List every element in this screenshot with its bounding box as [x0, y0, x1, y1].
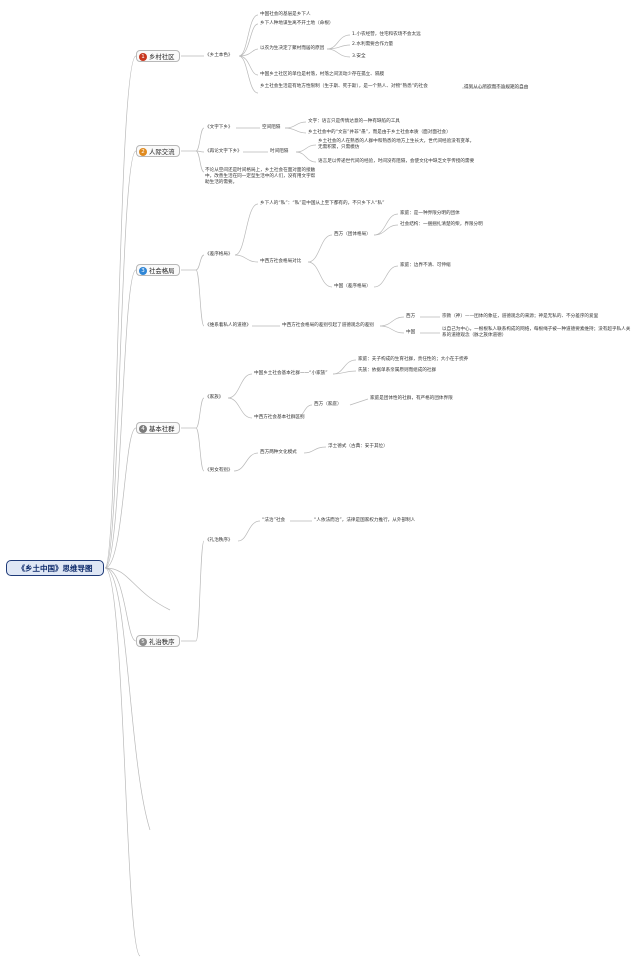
node-text[interactable]: 不论从空间还是时间格局上，乡土社会在面对面的接触中，改善生活在同一定型生活中的人… [205, 168, 316, 185]
node-wenzi-xiaxiang[interactable]: 《文字下乡》 [205, 125, 233, 130]
node-text[interactable]: 宗教（神）——团体的象征，道德观念的来源；神是无私的、不分差序的爱里 [442, 314, 599, 319]
node-text[interactable]: 中西方社会格局的差别引起了道德观念的差别 [282, 323, 374, 328]
node-nannv-youbie[interactable]: 《男女有别》 [205, 468, 233, 473]
node-text[interactable]: 浮士德式（古典：安于其位） [328, 444, 388, 449]
node-zailun-wenzi[interactable]: 《再论文字下乡》 [205, 149, 242, 154]
number-badge-icon: 5 [139, 638, 147, 646]
node-text[interactable]: 乡土社会生活是有地方性限制（生于斯、死于斯），是一个熟人、对物“熟悉”的社会 [260, 84, 428, 89]
node-lizhi-zhixu[interactable]: 《礼治秩序》 [205, 538, 233, 543]
topic-label: 社会格局 [149, 267, 175, 275]
node-text[interactable]: 家庭是团体性的社群，有严格的团体界限 [370, 396, 453, 401]
node-text[interactable]: 中国社会的基层是乡下人 [260, 12, 311, 17]
node-text[interactable]: 中国 [406, 330, 416, 335]
node-text[interactable]: 中国乡土社会基本社群——“小家族” [254, 371, 328, 376]
node-text[interactable]: 1.小农经营，住宅和农场不会太远 [352, 32, 421, 37]
node-text[interactable]: “法治”社会 [262, 518, 286, 523]
node-text[interactable]: 乡土社会中的“文盲”并非“愚”，而是由于乡土社会本质（面对面社会） [308, 130, 451, 135]
node-text[interactable]: “人依法而治”，法律是国家权力推行，从外部制人 [314, 518, 416, 523]
node-weixi-daode[interactable]: 《维系着私人的道德》 [205, 323, 251, 328]
node-text[interactable]: 语言足以传递世代间的经验，时间没有阻隔，会使文化中缺乏文字传授的需要 [318, 159, 475, 164]
node-text[interactable]: 时间阻隔 [270, 149, 289, 154]
node-text[interactable]: 3.安全 [352, 54, 366, 59]
node-text[interactable]: 以农为生决定了聚村而居的原因 [260, 46, 325, 51]
node-text[interactable]: 家庭：边界不清、可伸缩 [400, 263, 451, 268]
node-text[interactable]: 以自己为中心，一根根私人联系构成的网络，每根绳子被一种道德要素维持；没有超乎私人… [442, 327, 631, 338]
topic-label: 基本社群 [149, 425, 175, 433]
node-text[interactable]: 中国乡土社区的单位是村落，村落之间流动少存在孤立、隔膜 [260, 72, 385, 77]
node-text[interactable]: 西方（家庭） [314, 402, 342, 407]
number-badge-icon: 2 [139, 148, 147, 156]
topic-label: 乡村社区 [149, 53, 175, 61]
node-xiangtu-bense[interactable]: 《乡土本色》 [205, 53, 233, 58]
node-text[interactable]: 西方两种文化模式 [260, 450, 297, 455]
topic-label: 礼治秩序 [149, 638, 175, 646]
number-badge-icon: 4 [139, 425, 147, 433]
node-text[interactable]: 中西方社会基本社群区别 [254, 415, 305, 420]
number-badge-icon: 1 [139, 53, 147, 61]
node-text[interactable]: 2.水利需要合作力量 [352, 42, 394, 47]
node-text[interactable]: 空间阻隔 [262, 125, 281, 130]
node-text[interactable]: 中西方社会格局对比 [260, 259, 302, 264]
node-text[interactable]: 西方 [406, 314, 416, 319]
node-text[interactable]: 社会结构：一捆捆扎清楚的柴，界限分明 [400, 222, 483, 227]
node-text[interactable]: 家庭：是一种界限分明的团体 [400, 211, 460, 216]
node-text[interactable]: 乡下人的“私”：“私”是中国从上至下都有的，不只乡下人“私” [260, 201, 385, 206]
node-text[interactable]: 乡土社会的人在熟悉的人群中和熟悉的地方上生长大，世代间经验没有变革，无需积累，只… [318, 139, 475, 150]
node-text[interactable]: 得到从心所欲而不逾规矩的自由 [464, 85, 529, 90]
node-text[interactable]: 西方（团体格局） [334, 232, 371, 237]
node-text[interactable]: 氏族：依据单系亲属原则而组成的社群 [358, 368, 437, 373]
node-text[interactable]: 家庭：夫子构成的生育社群，责任性的；大小在于抚养 [358, 357, 469, 362]
node-text[interactable]: 文字：语言只是传情达意的一种有缺陷的工具 [308, 119, 400, 124]
node-jiazu[interactable]: 《家族》 [205, 395, 224, 400]
number-badge-icon: 3 [139, 267, 147, 275]
root-node[interactable]: 《乡土中国》思维导图 [6, 560, 104, 576]
node-text[interactable]: 中国（差序格局） [334, 284, 371, 289]
node-text[interactable]: 乡下人种地谋生离不开土地（命根） [260, 21, 334, 26]
node-chaxu-geju[interactable]: 《差序格局》 [205, 252, 233, 257]
topic-label: 人际交流 [149, 148, 175, 156]
